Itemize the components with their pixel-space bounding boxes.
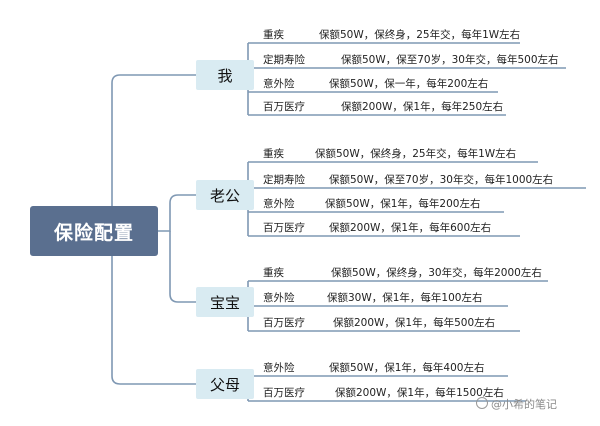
leaf-category: 百万医疗 <box>263 222 305 234</box>
leaf-detail: 保额200W，保1年，每年500左右 <box>333 317 496 329</box>
leaf-category: 百万医疗 <box>263 387 305 399</box>
leaf-item: 意外险 保额50W，保1年，每年200左右 <box>263 196 480 212</box>
leaf-item: 意外险 保额50W，保1年，每年400左右 <box>263 360 484 376</box>
leaf-detail: 保额200W，保1年，每年250左右 <box>341 101 504 113</box>
camera-icon <box>476 397 488 409</box>
leaf-detail: 保额50W，保1年，每年400左右 <box>329 362 485 374</box>
leaf-item: 重疾 保额50W，保终身，25年交，每年1W左右 <box>263 27 520 43</box>
leaf-detail: 保额30W，保1年，每年100左右 <box>327 292 483 304</box>
leaf-detail: 保额50W，保一年，每年200左右 <box>329 78 489 90</box>
leaf-detail: 保额200W，保1年，每年1500左右 <box>335 387 504 399</box>
leaf-item: 意外险 保额30W，保1年，每年100左右 <box>263 290 482 306</box>
leaf-item: 百万医疗 保额200W，保1年，每年500左右 <box>263 315 495 331</box>
leaf-category: 定期寿险 <box>263 54 305 66</box>
leaf-detail: 保额50W，保终身，25年交，每年1W左右 <box>315 148 517 160</box>
leaf-detail: 保额50W，保终身，30年交，每年2000左右 <box>331 267 542 279</box>
watermark-text: @小希的笔记 <box>491 398 557 411</box>
connector-line <box>158 194 196 232</box>
leaf-category: 重疾 <box>263 29 284 41</box>
leaf-detail: 保额50W，保1年，每年200左右 <box>325 198 481 210</box>
leaf-item: 定期寿险 保额50W，保至70岁，30年交，每年1000左右 <box>263 172 553 188</box>
branch-node-parents: 父母 <box>196 369 254 399</box>
root-node: 保险配置 <box>30 206 158 256</box>
connector-line <box>169 231 196 303</box>
leaf-item: 百万医疗 保额200W，保1年，每年600左右 <box>263 220 491 236</box>
leaf-category: 重疾 <box>263 267 284 279</box>
leaf-category: 百万医疗 <box>263 317 305 329</box>
branch-node-me: 我 <box>196 60 254 90</box>
leaf-detail: 保额50W，保至70岁，30年交，每年500左右 <box>341 54 559 66</box>
leaf-item: 百万医疗 保额200W，保1年，每年250左右 <box>263 99 503 115</box>
leaf-detail: 保额200W，保1年，每年600左右 <box>329 222 492 234</box>
leaf-category: 百万医疗 <box>263 101 305 113</box>
leaf-item: 定期寿险 保额50W，保至70岁，30年交，每年500左右 <box>263 52 559 68</box>
leaf-category: 意外险 <box>263 198 295 210</box>
watermark: @小希的笔记 <box>476 396 557 412</box>
leaf-category: 意外险 <box>263 292 295 304</box>
connector-line <box>111 74 196 206</box>
leaf-detail: 保额50W，保终身，25年交，每年1W左右 <box>319 29 521 41</box>
leaf-item: 重疾 保额50W，保终身，25年交，每年1W左右 <box>263 146 516 162</box>
leaf-category: 定期寿险 <box>263 174 305 186</box>
leaf-item: 意外险 保额50W，保一年，每年200左右 <box>263 76 488 92</box>
leaf-item: 重疾 保额50W，保终身，30年交，每年2000左右 <box>263 265 542 281</box>
leaf-category: 重疾 <box>263 148 284 160</box>
branch-node-husband: 老公 <box>196 180 254 210</box>
branch-node-baby: 宝宝 <box>196 287 254 317</box>
leaf-category: 意外险 <box>263 78 295 90</box>
connector-line <box>111 256 196 385</box>
leaf-item: 百万医疗 保额200W，保1年，每年1500左右 <box>263 385 504 401</box>
leaf-detail: 保额50W，保至70岁，30年交，每年1000左右 <box>329 174 554 186</box>
leaf-category: 意外险 <box>263 362 295 374</box>
